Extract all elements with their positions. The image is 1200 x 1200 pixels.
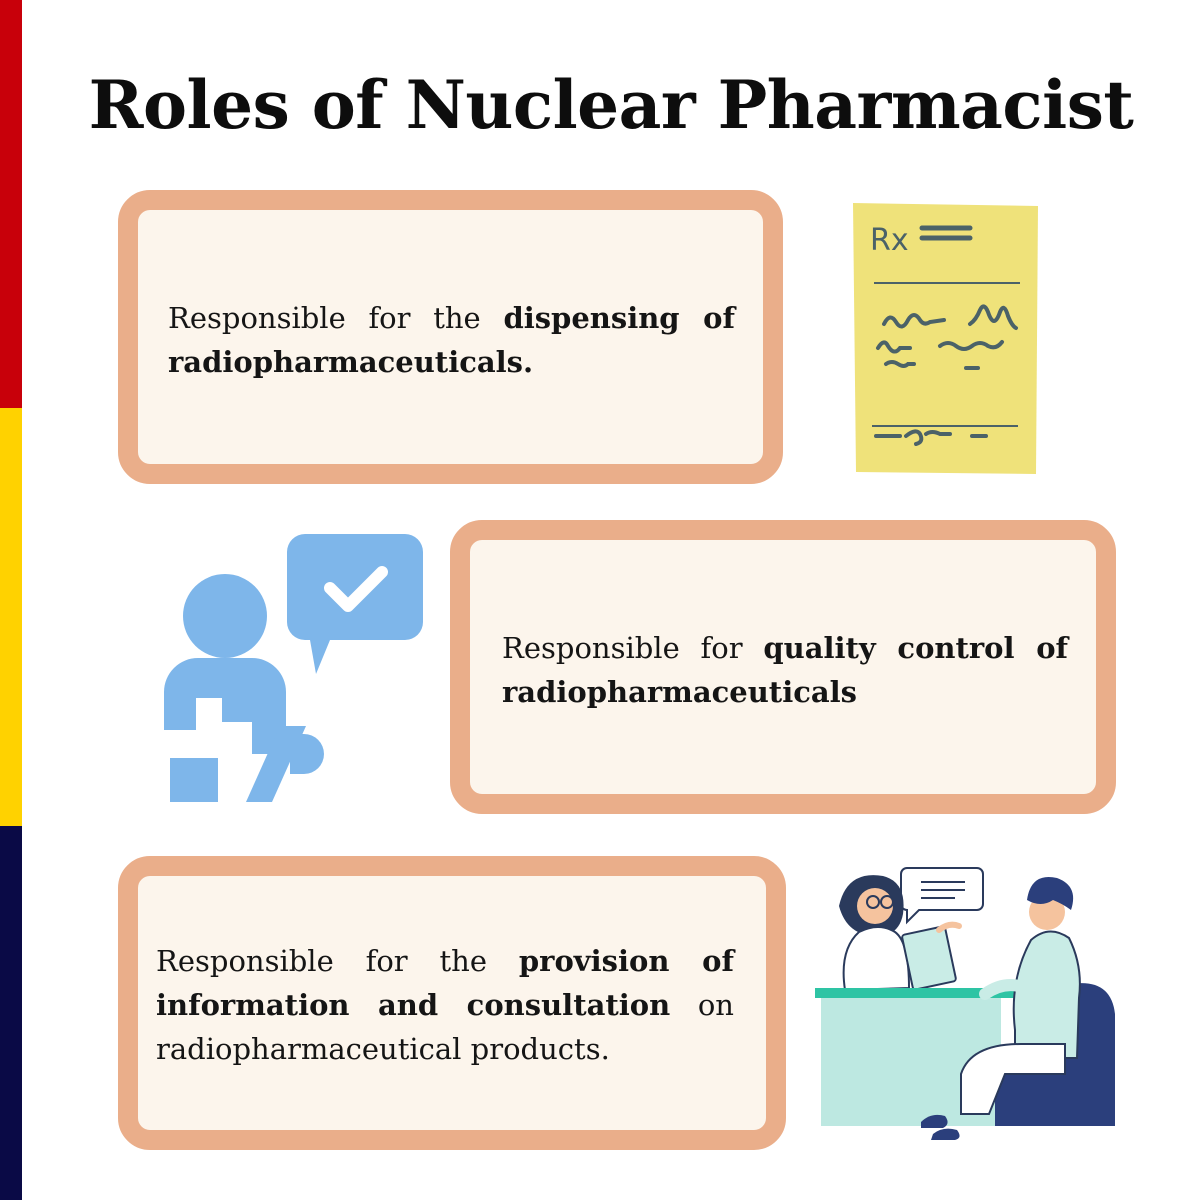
pharmacist-patient-consultation-illustration xyxy=(815,867,1115,1140)
stripe-navy xyxy=(0,826,22,1200)
role-text-suffix: on radiopharmaceutical products. xyxy=(156,988,734,1066)
stripe-yellow xyxy=(0,408,22,826)
role-text-bold: quality control of radiopharmaceuticals xyxy=(502,631,1069,709)
role-text-bold: provision of information and consultatio… xyxy=(156,944,734,1022)
role-text-dispensing: Responsible for the dispensing of radiop… xyxy=(168,296,735,384)
role-text-quality-control: Responsible for quality control of radio… xyxy=(502,626,1068,714)
prescription-note-icon: Rx xyxy=(853,203,1038,474)
role-card-dispensing: Responsible for the dispensing of radiop… xyxy=(118,190,783,484)
person-speech-check-icon xyxy=(164,534,423,802)
role-text-prefix: Responsible for the xyxy=(168,301,504,335)
stripe-red xyxy=(0,0,22,408)
page-title: Roles of Nuclear Pharmacist xyxy=(88,66,1134,144)
role-text-prefix: Responsible for xyxy=(502,631,764,665)
role-card-quality-control: Responsible for quality control of radio… xyxy=(450,520,1116,814)
role-card-consultation: Responsible for the provision of informa… xyxy=(118,856,786,1150)
rx-symbol: Rx xyxy=(870,223,909,258)
role-text-prefix: Responsible for the xyxy=(156,944,519,978)
role-text-consultation: Responsible for the provision of informa… xyxy=(156,939,734,1071)
role-text-bold: dispensing of radiopharmaceuticals. xyxy=(168,301,735,379)
